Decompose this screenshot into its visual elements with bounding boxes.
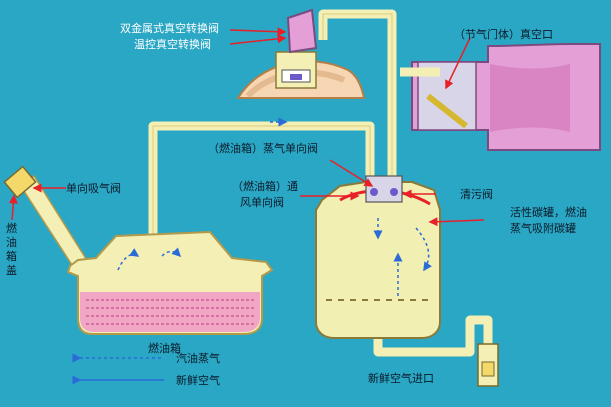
flow-arrows (117, 117, 432, 296)
charcoal-canister (315, 175, 441, 339)
tank-cap-char-1: 油 (6, 235, 17, 249)
label-bimetal-valve: 双金属式真空转换阀 (120, 21, 219, 35)
labels: 双金属式真空转换阀 温控真空转换阀 （节气门体）真空口 （燃油箱）蒸气单向阀 （… (6, 21, 587, 385)
label-purge-valve: 清污阀 (460, 187, 493, 201)
fresh-air-valve (477, 343, 499, 387)
label-canister-2: 蒸气吸附碳罐 (510, 221, 576, 235)
leader-lines (8, 27, 485, 227)
legend: 汽油蒸气 新鲜空气 (72, 351, 220, 387)
label-fuel-tank-vent-valve-1: （燃油箱）通 (232, 179, 298, 193)
tank-cap-char-2: 箱 (6, 249, 17, 263)
fuel-tank-group (3, 165, 274, 335)
tank-cap-char-0: 燃 (6, 221, 17, 235)
label-canister-1: 活性碳罐，燃油 (510, 205, 587, 219)
legend-fresh-air-label: 新鲜空气 (176, 373, 220, 387)
label-fresh-air-inlet: 新鲜空气进口 (368, 371, 434, 385)
label-fuel-tank-vent-valve-2: 风单向阀 (240, 195, 284, 209)
throttle-body (411, 43, 601, 152)
label-throttle-port: （节气门体）真空口 (454, 27, 553, 41)
label-thermo-valve: 温控真空转换阀 (134, 37, 211, 51)
label-fuel-tank-vapor-valve: （燃油箱）蒸气单向阀 (208, 141, 318, 155)
vacuum-switch-valve (236, 8, 366, 99)
tank-cap-char-3: 盖 (6, 263, 17, 277)
legend-vapor-label: 汽油蒸气 (176, 351, 220, 365)
pipe-outlines (152, 13, 393, 234)
label-fuel-tank: 燃油箱 (148, 341, 181, 355)
label-check-valve-intake: 单向吸气阀 (66, 181, 121, 195)
throttle-plate (426, 93, 468, 129)
